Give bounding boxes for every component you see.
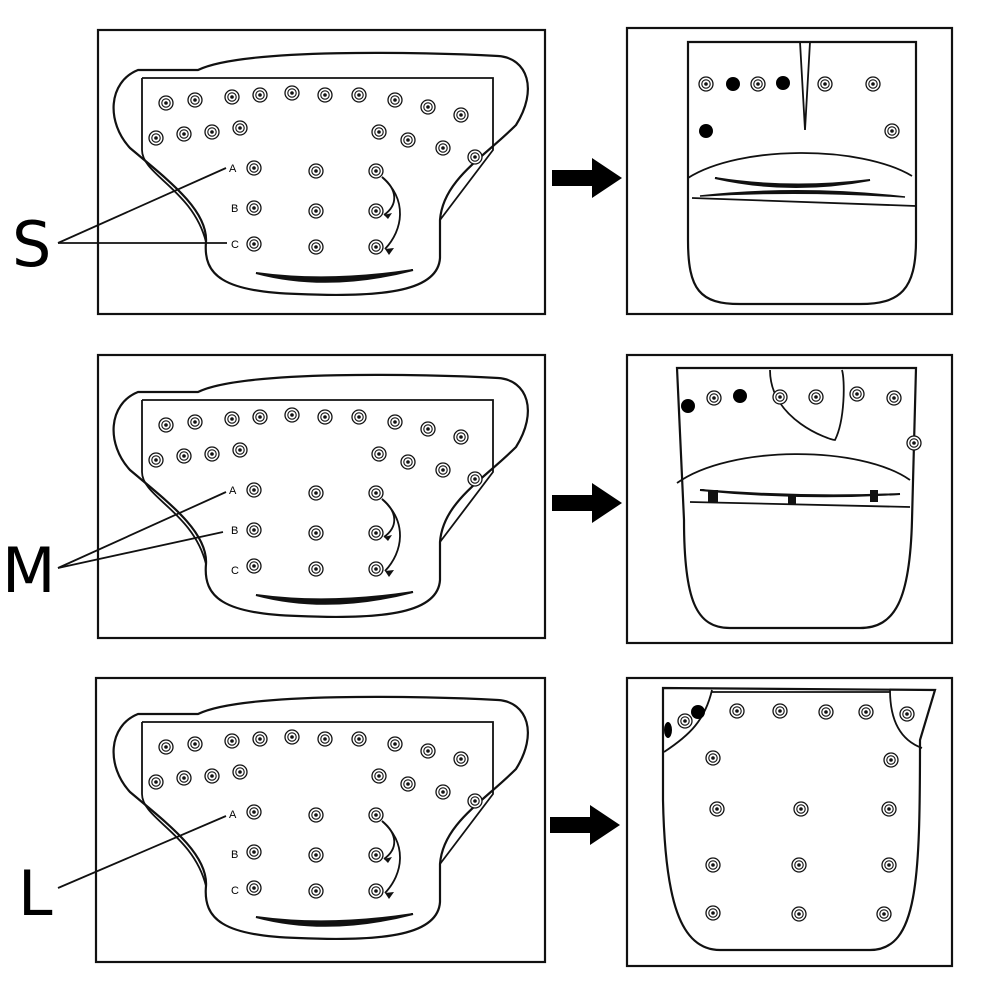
folded-diaper-s [686, 40, 918, 306]
size-label-l: L [18, 857, 53, 930]
pointer-line-l [57, 815, 227, 889]
right-arrow-icon [552, 483, 622, 523]
row-label-b: B [231, 849, 238, 861]
row-label-a: A [229, 485, 237, 497]
row-label-a: A [229, 163, 237, 175]
folded-diaper-l [661, 686, 937, 952]
size-label-m: M [2, 534, 56, 607]
size-row-m: A B C M [2, 353, 954, 645]
row-label-a: A [229, 809, 237, 821]
open-diaper-m: A B C [114, 375, 528, 617]
row-label-c: C [231, 885, 239, 897]
row-label-c: C [231, 239, 239, 251]
open-diaper-s: A B C [114, 53, 528, 295]
open-diaper-l: A B C [114, 697, 528, 939]
pointer-lines-s [57, 167, 227, 244]
row-label-b: B [231, 525, 238, 537]
size-row-s: A B C S [12, 26, 954, 316]
size-row-l: A B C L [18, 676, 954, 968]
pointer-lines-m [57, 491, 227, 569]
size-label-s: S [12, 208, 51, 281]
folded-diaper-m [675, 366, 922, 630]
right-arrow-icon [552, 158, 622, 198]
row-label-b: B [231, 203, 238, 215]
row-label-c: C [231, 565, 239, 577]
right-arrow-icon [550, 805, 620, 845]
